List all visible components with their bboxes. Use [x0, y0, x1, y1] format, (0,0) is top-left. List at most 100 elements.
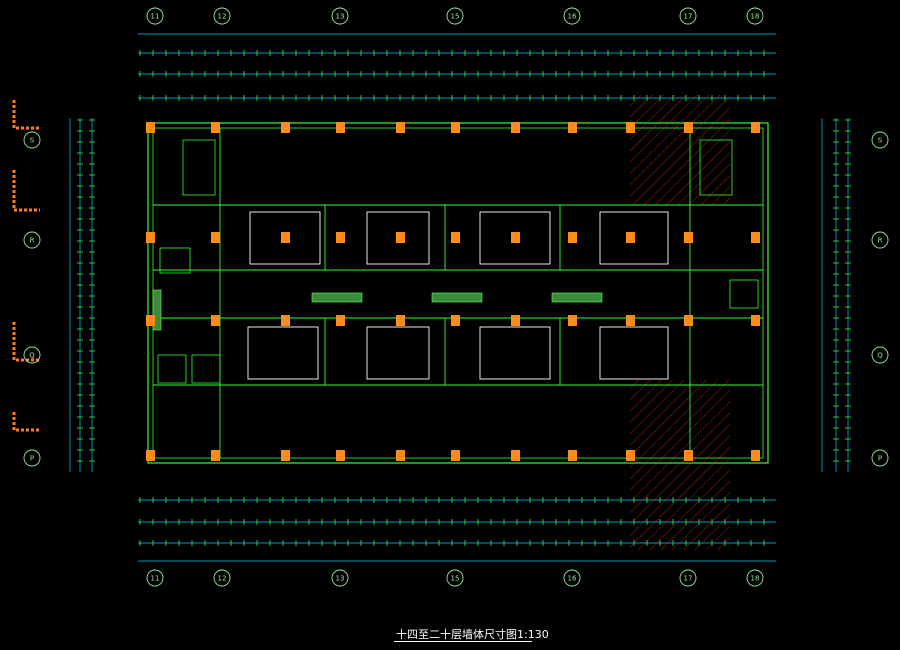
- grid-bubble-bottom-18-label: 18: [751, 575, 760, 583]
- grid-bubble-bottom-12-label: 12: [218, 575, 227, 583]
- grid-bubble-left-P-label: P: [30, 455, 34, 463]
- grid-bubble-top-13-label: 13: [336, 13, 345, 21]
- grid-bubble-top-18-label: 18: [751, 13, 760, 21]
- column: [146, 232, 155, 243]
- grid-bubble-right-Q-label: Q: [877, 352, 883, 360]
- column: [336, 232, 345, 243]
- hatched-zone-top: [630, 95, 730, 205]
- grid-bubble-top-16-label: 16: [568, 13, 577, 21]
- grid-bubble-bottom-16: 16: [563, 569, 581, 587]
- grid-bubble-bottom-17-circle: [679, 569, 697, 587]
- column: [336, 122, 345, 133]
- drawing-title: 十四至二十层墙体尺寸图1:130: [396, 626, 549, 642]
- grid-bubble-top-11: 11: [146, 7, 164, 25]
- grid-bubble-bottom-15: 15: [446, 569, 464, 587]
- column: [684, 232, 693, 243]
- column: [211, 315, 220, 326]
- grid-bubble-right-R-label: R: [878, 237, 883, 245]
- grid-bubble-left-S-label: S: [30, 137, 35, 145]
- column: [568, 450, 577, 461]
- grid-bubble-right-P-label: P: [878, 455, 882, 463]
- grid-bubble-top-13: 13: [331, 7, 349, 25]
- grid-bubble-top-18: 18: [746, 7, 764, 25]
- grid-bubble-bottom-17-label: 17: [684, 575, 693, 583]
- grid-bubble-top-12-label: 12: [218, 13, 227, 21]
- column: [451, 450, 460, 461]
- column: [281, 315, 290, 326]
- grid-bubble-bottom-18-circle: [746, 569, 764, 587]
- grid-bubble-top-17-circle: [679, 7, 697, 25]
- grid-bubble-left-P: P: [23, 449, 41, 467]
- room-boxes: [247, 211, 669, 380]
- column: [684, 450, 693, 461]
- grid-bubble-bottom-16-label: 16: [568, 575, 577, 583]
- grid-bubble-left-P-circle: [23, 449, 41, 467]
- column: [281, 122, 290, 133]
- grid-bubble-top-16-circle: [563, 7, 581, 25]
- grid-bubble-right-S-circle: [871, 131, 889, 149]
- column: [336, 450, 345, 461]
- column: [626, 450, 635, 461]
- column: [626, 122, 635, 133]
- column: [511, 315, 520, 326]
- column: [396, 450, 405, 461]
- grid-bubble-top-11-circle: [146, 7, 164, 25]
- column: [211, 232, 220, 243]
- grid-bubble-right-Q: Q: [871, 346, 889, 364]
- column: [568, 122, 577, 133]
- grid-bubble-top-17-label: 17: [684, 13, 693, 21]
- dimension-chains: [69, 33, 849, 562]
- column: [451, 122, 460, 133]
- structural-columns: [146, 122, 760, 461]
- grid-bubble-bottom-16-circle: [563, 569, 581, 587]
- grid-bubble-bottom-17: 17: [679, 569, 697, 587]
- grid-bubble-bottom-15-label: 15: [451, 575, 460, 583]
- grid-bubble-bottom-13: 13: [331, 569, 349, 587]
- column: [751, 315, 760, 326]
- grid-bubble-top-13-circle: [331, 7, 349, 25]
- column: [751, 232, 760, 243]
- column: [568, 315, 577, 326]
- column: [626, 232, 635, 243]
- column: [396, 122, 405, 133]
- grid-bubble-bottom-11: 11: [146, 569, 164, 587]
- column: [684, 122, 693, 133]
- column: [281, 232, 290, 243]
- grid-bubble-left-R: R: [23, 231, 41, 249]
- grid-bubble-bottom-11-circle: [146, 569, 164, 587]
- grid-bubble-top-15: 15: [446, 7, 464, 25]
- grid-bubble-left-Q: Q: [23, 346, 41, 364]
- column: [626, 315, 635, 326]
- grid-bubble-bottom-13-circle: [331, 569, 349, 587]
- grid-bubble-right-S-label: S: [878, 137, 883, 145]
- grid-bubble-top-12-circle: [213, 7, 231, 25]
- planter-strips: [152, 289, 603, 331]
- column: [336, 315, 345, 326]
- drawing-scale: 1:130: [517, 628, 549, 641]
- column: [751, 450, 760, 461]
- grid-bubble-right-R: R: [871, 231, 889, 249]
- column: [568, 232, 577, 243]
- grid-bubble-bottom-15-circle: [446, 569, 464, 587]
- column: [451, 232, 460, 243]
- column: [511, 232, 520, 243]
- grid-bubble-bottom-12: 12: [213, 569, 231, 587]
- column: [751, 122, 760, 133]
- column: [146, 122, 155, 133]
- column: [146, 450, 155, 461]
- grid-bubble-right-S: S: [871, 131, 889, 149]
- grid-bubble-right-P: P: [871, 449, 889, 467]
- leader-brackets: [12, 100, 40, 432]
- grid-bubble-top-15-label: 15: [451, 13, 460, 21]
- column: [211, 450, 220, 461]
- grid-bubble-bottom-13-label: 13: [336, 575, 345, 583]
- grid-bubble-top-18-circle: [746, 7, 764, 25]
- column: [511, 450, 520, 461]
- grid-bubble-bottom-12-circle: [213, 569, 231, 587]
- column: [146, 315, 155, 326]
- column: [684, 315, 693, 326]
- column: [396, 315, 405, 326]
- grid-bubble-top-16: 16: [563, 7, 581, 25]
- grid-bubble-top-11-label: 11: [151, 13, 160, 21]
